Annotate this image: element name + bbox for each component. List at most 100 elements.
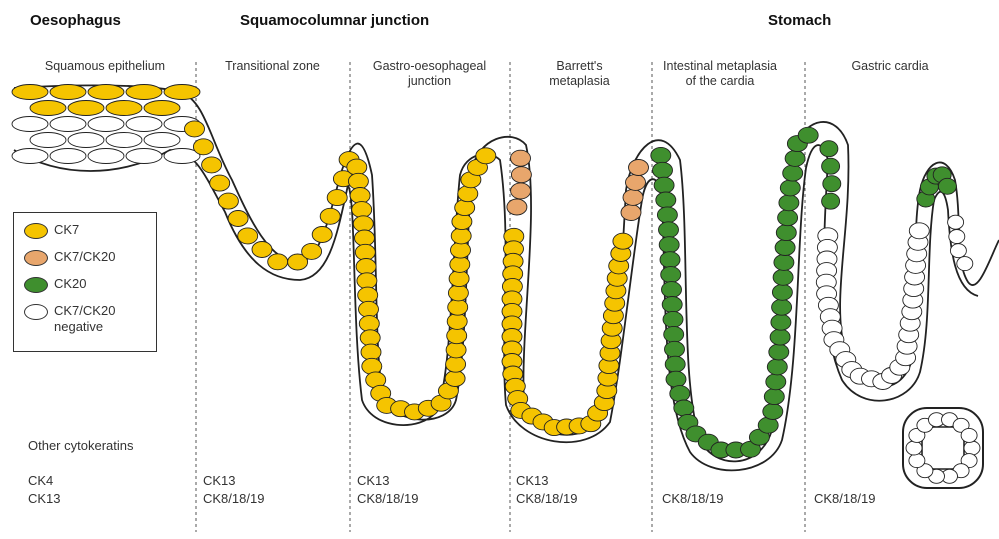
gej-cell-30 (449, 271, 469, 287)
ck-barretts-1: CK13 (516, 472, 577, 490)
intestinal-cell-14 (665, 356, 685, 372)
ck-gej-1: CK13 (357, 472, 418, 490)
intestinal-cell-12 (664, 326, 684, 342)
ck-intestinal: CK8/18/19 (662, 490, 723, 508)
squamous-cell-1-0 (30, 101, 66, 116)
region-stomach: Stomach (768, 12, 831, 29)
squamous-cell-2-2 (88, 117, 124, 132)
zone-gej-line1: Gastro-oesophageal (352, 59, 507, 74)
ck-barretts-2: CK8/18/19 (516, 490, 577, 508)
intestinal-cell-1 (653, 162, 673, 178)
ck-gej-2: CK8/18/19 (357, 490, 418, 508)
zone-intestinal: Intestinal metaplasia of the cardia (645, 59, 795, 89)
zone-intestinal-line2: of the cardia (645, 74, 795, 89)
cell-layer (12, 85, 980, 484)
squamous-cell-0-0 (12, 85, 48, 100)
squamous-cell-3-1 (68, 133, 104, 148)
legend-item-ck7-ck20: CK7/CK20 (24, 249, 115, 266)
intestinal-cell-27 (764, 389, 784, 405)
legend-label-ck20: CK20 (54, 276, 87, 292)
gej-cell-26 (447, 328, 467, 344)
gland-inner (922, 427, 964, 469)
barretts-right-cell-0 (621, 205, 641, 221)
legend-swatch-negative (24, 304, 48, 320)
zone-dividers (196, 62, 805, 532)
cardia-tail-cell-3 (957, 257, 973, 271)
barretts-top-cell-0 (511, 150, 531, 166)
squamous-cell-0-1 (50, 85, 86, 100)
squamous-cell-4-0 (12, 149, 48, 164)
gej-cell-25 (446, 342, 466, 358)
intestinal-cell-34 (772, 284, 792, 300)
transitional-cell-2 (202, 157, 222, 173)
ck-squamous-2: CK13 (28, 490, 61, 508)
zone-gej-line2: junction (352, 74, 507, 89)
transitional-cell-8 (268, 254, 288, 270)
transitional-cell-10 (302, 243, 322, 259)
gland-cell-6 (909, 454, 925, 468)
squamous-cell-1-3 (144, 101, 180, 116)
region-squamocolumnar-junction: Squamocolumnar junction (240, 12, 429, 29)
intestinal-cell-8 (661, 267, 681, 283)
transitional-cell-4 (218, 193, 238, 209)
intestinal-cell-4 (657, 207, 677, 223)
gej-cell-29 (448, 285, 468, 301)
transitional-cell-7 (252, 242, 272, 258)
intestinal-cell-17 (674, 400, 694, 416)
barretts-top-cell-1 (511, 167, 531, 183)
legend: CK7 CK7/CK20 CK20 CK7/CK20 negative (13, 212, 157, 352)
transitional-cell-11 (312, 227, 332, 243)
ck-squamous-1: CK4 (28, 472, 61, 490)
squamous-cell-3-3 (144, 133, 180, 148)
intestinal-cell-2 (654, 177, 674, 193)
legend-swatch-ck7 (24, 223, 48, 239)
barretts-cell-35 (613, 233, 633, 249)
gej-cell-33 (451, 228, 471, 244)
barretts-right-cell-2 (626, 174, 646, 190)
zone-intestinal-line1: Intestinal metaplasia (645, 59, 795, 74)
intestinal-cell-10 (662, 297, 682, 313)
legend-swatch-ck20 (24, 277, 48, 293)
intestinal-cell-38 (776, 225, 796, 241)
zone-squamous-epithelium: Squamous epithelium (15, 59, 195, 74)
intestinal-cell-39 (778, 210, 798, 226)
intestinal-cell-26 (763, 404, 783, 420)
ck-gej: CK13 CK8/18/19 (357, 472, 418, 508)
ck-transitional-1: CK13 (203, 472, 264, 490)
gej-cell-28 (448, 299, 468, 315)
gej-cell-36 (458, 186, 478, 202)
intestinal-cell-11 (663, 311, 683, 327)
gej-cell-3 (352, 202, 372, 218)
intestinal-cell-30 (769, 344, 789, 360)
squamous-cell-4-2 (88, 149, 124, 164)
intestinal-cell-0 (651, 147, 671, 163)
gej-cell-34 (452, 214, 472, 230)
legend-label-ck7-ck20: CK7/CK20 (54, 249, 115, 265)
intestinal-cell-7 (660, 252, 680, 268)
squamous-cell-2-3 (126, 117, 162, 132)
barretts-right-cell-3 (629, 160, 649, 176)
legend-item-ck7: CK7 (24, 222, 79, 239)
gej-cell-7 (356, 259, 376, 275)
gej-cell-39 (476, 148, 496, 164)
zone-barretts-line2: metaplasia (522, 74, 637, 89)
transitional-cell-1 (193, 139, 213, 155)
intestinal-cell-33 (772, 299, 792, 315)
gej-cell-13 (361, 344, 381, 360)
barretts-top-cell-2 (511, 183, 531, 199)
legend-swatch-ck7-ck20 (24, 250, 48, 266)
intestinal-cell-3 (656, 192, 676, 208)
barretts-top-cell-3 (507, 199, 527, 215)
squamous-cell-1-2 (106, 101, 142, 116)
gej-cell-2 (350, 188, 370, 204)
intestinal-cell-35 (773, 269, 793, 285)
transitional-cell-12 (320, 208, 340, 224)
cardia-top-cell-2 (823, 176, 841, 192)
intestinal-cell-40 (779, 195, 799, 211)
gland-cell-13 (961, 428, 977, 442)
cardia-tail-cell-2 (950, 244, 966, 258)
cardia-cell-29 (909, 223, 929, 239)
intestinal-cell-29 (767, 359, 787, 375)
cardia-tail-cell-0 (948, 215, 964, 229)
intestinal-cell-31 (770, 329, 790, 345)
